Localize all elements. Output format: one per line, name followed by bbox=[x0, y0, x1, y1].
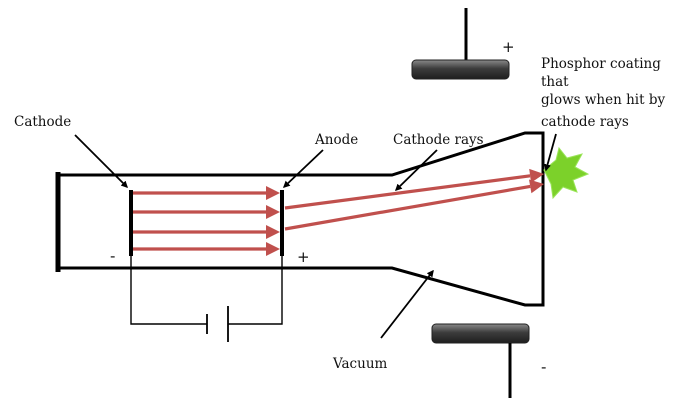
top-deflection-plate bbox=[411, 8, 510, 80]
ray-3 bbox=[133, 225, 280, 239]
anode-plus-sign: + bbox=[297, 248, 310, 266]
cathode-label: Cathode bbox=[14, 114, 71, 130]
ray-3-arrowhead bbox=[266, 225, 280, 239]
vacuum-pointer-arrow bbox=[380, 269, 434, 339]
ray-1-arrowhead bbox=[266, 186, 280, 200]
phosphor-pointer-arrow bbox=[544, 133, 557, 172]
cathode-pointer-arrow bbox=[74, 134, 128, 188]
beam-upper-arrowhead bbox=[529, 168, 544, 183]
cathode-rays-group bbox=[133, 168, 544, 256]
ray-2-arrowhead bbox=[266, 205, 280, 219]
phosphor-glow bbox=[543, 146, 590, 200]
bottom-plate-minus-sign: - bbox=[541, 358, 546, 376]
bottom-deflection-plate bbox=[431, 323, 530, 398]
beam-lower-line bbox=[284, 184, 531, 231]
anode-pointer-arrow bbox=[282, 149, 324, 188]
phosphor-label-line1: Phosphor coating bbox=[541, 56, 661, 72]
phosphor-label-line3: glows when hit by bbox=[541, 92, 665, 108]
vacuum-label: Vacuum bbox=[332, 356, 388, 372]
ray-4-arrowhead bbox=[266, 242, 280, 256]
ray-2 bbox=[133, 205, 280, 219]
beam-lower-arrowhead bbox=[529, 179, 544, 194]
beam-upper-line bbox=[284, 174, 531, 210]
phosphor-label-line2: that bbox=[541, 74, 569, 90]
tube-outline bbox=[55, 131, 545, 307]
ray-1 bbox=[133, 186, 280, 200]
anode-label: Anode bbox=[314, 132, 358, 148]
beam-upper bbox=[284, 168, 544, 210]
phosphor-label-line4: cathode rays bbox=[541, 114, 629, 130]
beam-lower bbox=[284, 179, 544, 231]
pointer-arrows bbox=[74, 133, 557, 339]
cathode-plate bbox=[129, 190, 133, 256]
tube-body bbox=[56, 131, 545, 307]
anode-plate bbox=[280, 190, 284, 256]
battery-circuit bbox=[130, 256, 283, 342]
top-plate-plus-sign: + bbox=[502, 38, 515, 56]
cathode-minus-sign: - bbox=[110, 247, 115, 265]
cathode-rays-pointer-arrow bbox=[394, 149, 438, 191]
ray-4 bbox=[133, 242, 280, 256]
cathode-rays-label: Cathode rays bbox=[393, 132, 484, 148]
